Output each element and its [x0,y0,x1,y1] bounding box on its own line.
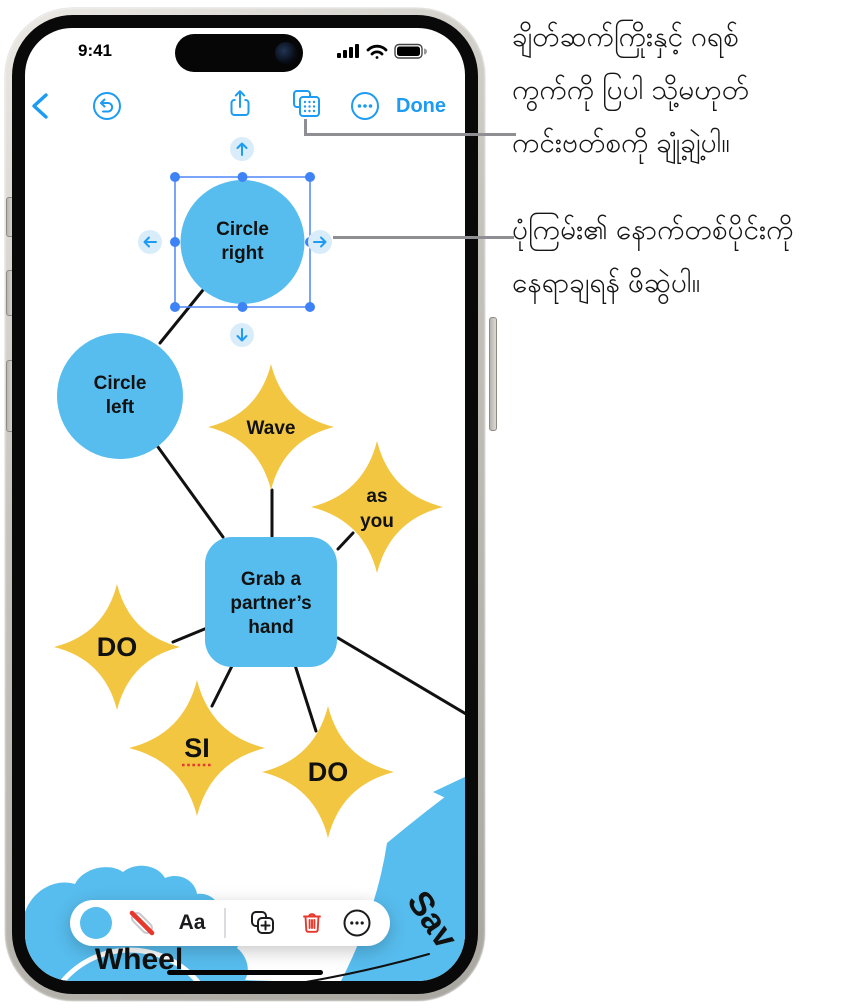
circle-right-label: Circle [216,219,269,240]
circle-left-label: left [106,397,135,418]
move-up-arrow[interactable] [230,137,254,161]
more-button[interactable] [349,90,381,122]
power-button[interactable] [489,317,497,431]
done-button[interactable]: Done [396,95,446,117]
circle-right-label: right [221,243,264,264]
star-do-bottom-label: DO [308,757,349,787]
shape-star-do-bottom[interactable] [262,706,394,838]
undo-button[interactable] [91,90,123,122]
delete-button[interactable] [294,905,330,941]
shape-toolbar: Aa [70,900,390,946]
signal-icon [337,44,359,58]
shape-star-do-left[interactable] [54,584,180,710]
shape-circle-left[interactable] [57,333,183,459]
grab-label: partner’s [230,593,311,614]
status-time: 9:41 [77,41,113,60]
callout1-connector [304,133,516,136]
iphone-frame: 9:41 [5,8,497,1001]
boards-grid-button[interactable] [289,86,327,126]
grab-label: Grab a [241,569,302,590]
callout1-connector-vertical [304,119,307,135]
text-style-button[interactable]: Aa [178,911,206,934]
circle-left-label: Circle [94,373,147,394]
bezel: 9:41 [12,15,478,994]
toolbar-more-button[interactable] [339,905,375,941]
wheel-arc [59,947,201,981]
home-indicator[interactable] [167,970,323,975]
move-right-arrow[interactable] [308,230,332,254]
freeform-canvas[interactable]: Sav Wheel Ci [25,28,465,981]
dynamic-island [175,34,303,72]
share-button[interactable] [223,88,257,122]
wifi-icon [366,44,388,59]
shape-sav-wedge[interactable] [341,776,465,981]
toolbar-divider [224,908,226,938]
fill-color-swatch[interactable] [78,905,114,941]
callout2-connector [333,236,514,239]
shape-star-si[interactable] [129,680,265,816]
back-button[interactable] [29,91,55,121]
callout1-text: ချိတ်ဆက်ကြိုးနှင့် ဂရစ် ကွက်ကို ပြပါ သို… [512,21,749,158]
camera-icon [275,42,297,64]
star-si-label: SI [184,733,210,763]
connection-lines [156,288,465,733]
bottom-connection-line [305,953,430,981]
callout2-text: ပုံကြမ်း၏ နောက်တစ်ပိုင်းကို နေရာချရန် ဖိ… [512,214,794,298]
screen: 9:41 [25,28,465,981]
move-down-arrow[interactable] [230,323,254,347]
star-wave-label: Wave [247,418,296,439]
status-icons [337,43,427,59]
shape-star-wave[interactable] [208,364,334,490]
shape-grab-square[interactable] [205,537,337,667]
star-as-you-label: as [366,486,387,507]
battery-icon [394,43,427,59]
shape-star-as-you[interactable] [311,441,443,573]
duplicate-button[interactable] [244,905,280,941]
shape-edge-triangle[interactable] [433,774,465,810]
line-style-button[interactable] [124,905,160,941]
shape-circle-right-selected[interactable] [180,180,305,304]
star-do-left-label: DO [97,632,138,662]
move-left-arrow[interactable] [138,230,162,254]
grab-label: hand [248,617,293,638]
star-as-you-label: you [360,511,394,532]
